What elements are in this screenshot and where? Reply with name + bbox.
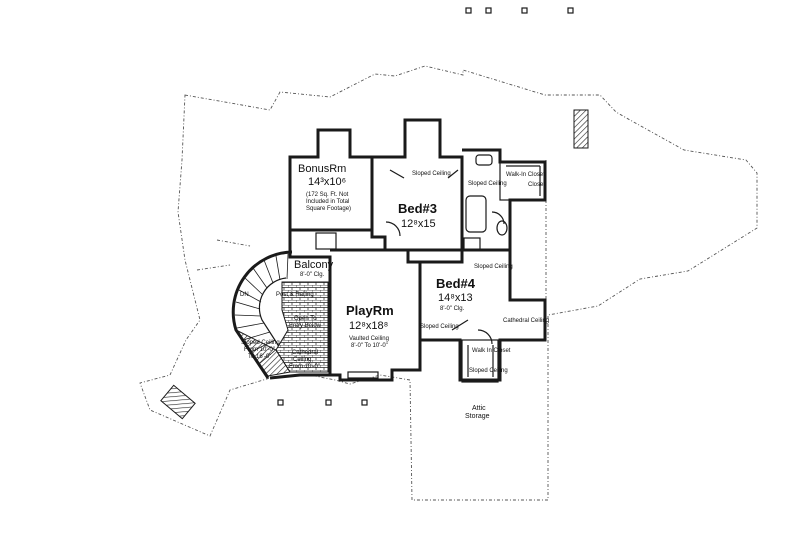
down-label: DN — [240, 292, 249, 298]
cathedral-ceiling-label: Cathedral Ceiling — [503, 318, 549, 324]
bed4-door — [477, 329, 493, 345]
stair-outer — [231, 250, 293, 379]
sloped-ceiling-label: To 16'-0" — [248, 354, 271, 360]
railing-label: Post & Railing — [276, 292, 314, 298]
column-marker — [485, 7, 492, 14]
bed3-name: Bed#3 — [398, 201, 437, 216]
slope-arrow — [389, 169, 405, 179]
playroom-size: 12⁸x18⁸ — [349, 320, 388, 332]
playroom-window — [347, 371, 379, 379]
sloped-ceiling-label: Sloped Ceiling — [420, 324, 459, 330]
sloped-ceiling-label: Sloped Ceiling — [241, 340, 280, 346]
bonus-room-note: Square Footage) — [306, 206, 351, 212]
open-to-entry-label: Entry Below — [289, 323, 322, 329]
column-marker — [465, 7, 472, 14]
column-marker — [325, 399, 332, 406]
slope-arrow — [451, 319, 469, 331]
shower — [463, 237, 481, 251]
bed3-door — [385, 221, 401, 237]
playroom-note: 8'-0" To 10'-0" — [351, 343, 388, 349]
roof-ridge-2 — [216, 239, 251, 247]
playroom-note: Vaulted Ceiling — [349, 336, 389, 342]
bed4-note: 8'-0" Clg. — [440, 306, 465, 312]
bed4-name: Bed#4 — [436, 276, 476, 291]
balcony-rail-box — [315, 232, 337, 250]
column-marker — [521, 7, 528, 14]
bath-door — [491, 211, 505, 225]
cathedral-ceiling-label: From 10'-0" — [289, 364, 320, 370]
bonus-room-note: (172 Sq. Ft. Not — [306, 192, 349, 198]
walk-in-closet-top — [499, 161, 546, 201]
column-marker — [361, 399, 368, 406]
chimney — [160, 384, 196, 420]
playroom-walls — [330, 248, 422, 382]
cathedral-hatch — [235, 329, 291, 377]
bonus-room-size: 14³x10⁶ — [308, 176, 346, 188]
tub — [465, 195, 487, 233]
bonus-room-note: Included in Total — [306, 199, 349, 205]
walk-in-closet-label: Walk-In Closet — [506, 172, 545, 178]
bed4-size: 14⁸x13 — [438, 292, 473, 304]
roof-ridge-3 — [196, 264, 231, 271]
toilet — [496, 220, 508, 236]
slope-arrow — [447, 169, 459, 179]
cathedral-ceiling-label: Ceiling — [293, 357, 311, 363]
sloped-ceiling-label: Sloped Ceiling — [474, 264, 513, 270]
open-to-entry-label: Open To — [294, 316, 317, 322]
attic-label: Attic — [472, 405, 486, 412]
balcony-name: Balcony — [294, 259, 334, 271]
sloped-ceiling-label: From 10'-0" — [244, 347, 275, 353]
chimney — [573, 109, 589, 149]
sloped-ceiling-label: Sloped Ceiling — [469, 368, 508, 374]
sloped-ceiling-label: Sloped Ceiling — [412, 171, 451, 177]
bed3-walls — [370, 118, 464, 252]
bonus-room-name: BonusRm — [298, 163, 346, 175]
cathedral-ceiling-label: Cathedral — [292, 350, 318, 356]
column-marker — [277, 399, 284, 406]
roof-outline — [139, 65, 758, 501]
playroom-name: PlayRm — [346, 303, 394, 318]
sink — [475, 154, 493, 166]
bed3-size: 12⁸x15 — [401, 218, 436, 230]
bed4-walls — [408, 248, 547, 382]
column-marker — [567, 7, 574, 14]
sloped-ceiling-label: Sloped Ceiling — [468, 181, 507, 187]
closet-label: Closet — [528, 182, 545, 188]
closet-bottom — [461, 339, 499, 383]
storage-label: Storage — [465, 413, 490, 420]
walk-in-closet-label: Walk In Closet — [472, 348, 511, 354]
balcony-note: 8'-0" Clg. — [300, 272, 325, 278]
